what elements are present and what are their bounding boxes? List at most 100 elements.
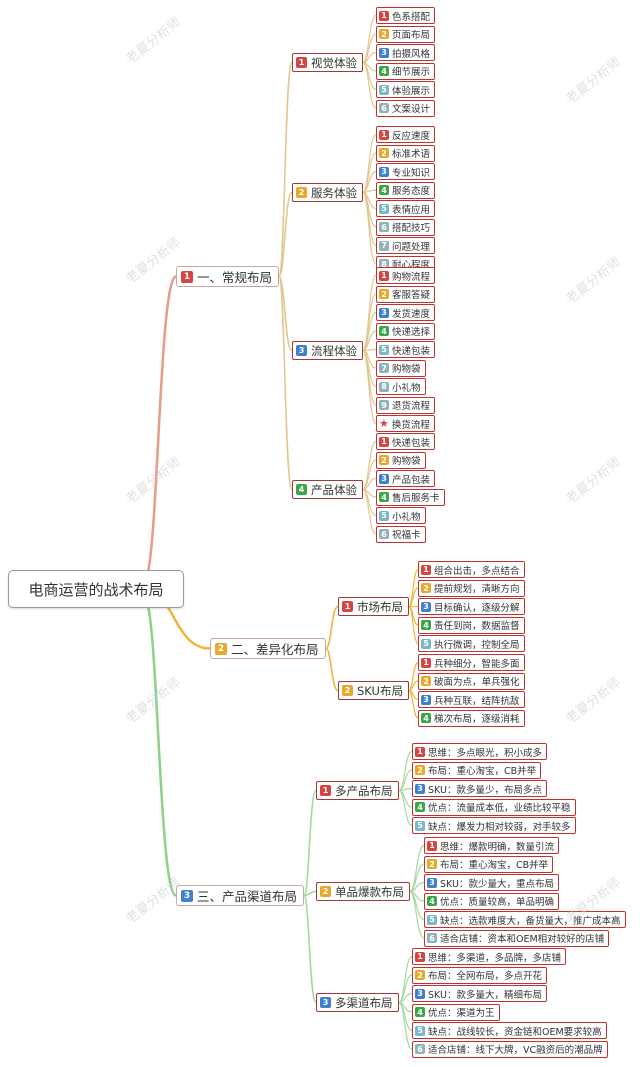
number-badge: 5 — [379, 203, 389, 214]
number-badge: 3 — [379, 307, 389, 318]
number-badge: 2 — [415, 765, 425, 775]
node-label: 搭配技巧 — [392, 223, 431, 234]
connector — [398, 787, 413, 792]
number-badge: 3 — [427, 877, 437, 888]
number-badge: 3 — [415, 783, 425, 794]
branch-node: 3 三、产品渠道布局 — [176, 885, 305, 906]
node-label: 组合出击，多点结合 — [434, 565, 520, 577]
connector — [398, 992, 413, 1004]
number-badge: 2 — [379, 289, 389, 299]
connector — [408, 680, 419, 692]
number-badge: 1 — [296, 57, 307, 68]
node-label: 产品体验 — [311, 482, 357, 497]
number-badge: 3 — [181, 889, 193, 902]
connector — [408, 587, 419, 608]
connector — [409, 844, 425, 893]
connector — [362, 274, 377, 352]
node-label: 优点：渠道为王 — [428, 1008, 495, 1019]
number-badge: 5 — [379, 344, 389, 355]
node-label: 小礼物 — [392, 511, 421, 523]
number-badge: 5 — [379, 84, 389, 95]
connector — [303, 890, 317, 897]
node-label: 体验展示 — [392, 85, 431, 97]
number-badge: 2 — [421, 583, 431, 593]
connector — [362, 191, 377, 228]
connector — [398, 955, 413, 1004]
number-badge: 4 — [427, 896, 437, 906]
node-label: 适合店铺：资本和OEM相对较好的店铺 — [440, 934, 605, 945]
number-badge: 1 — [379, 436, 389, 447]
connector — [362, 293, 377, 352]
number-badge: 1 — [421, 564, 431, 575]
connector — [362, 152, 377, 194]
number-badge: 2 — [215, 642, 227, 655]
leaf-node: ★换货流程 — [376, 415, 435, 432]
node-label: 多渠道布局 — [335, 995, 393, 1010]
connector — [142, 595, 178, 897]
node-label: 适合店铺：线下大牌，VC融资后的潮品牌 — [428, 1045, 603, 1056]
number-badge: 1 — [379, 129, 389, 140]
connector — [398, 769, 413, 792]
node-label: 单品爆款布局 — [335, 884, 404, 899]
node-label: 表情应用 — [392, 204, 431, 216]
connector — [362, 348, 377, 352]
node-label: 快递包装 — [392, 345, 431, 357]
node-label: 产品包装 — [392, 474, 431, 486]
node-label: 三、产品渠道布局 — [197, 889, 298, 904]
connector — [398, 1001, 413, 1032]
connector — [362, 440, 377, 491]
connector — [362, 477, 377, 491]
node-label: 发货速度 — [392, 308, 431, 320]
connector — [362, 191, 377, 247]
connector — [362, 330, 377, 352]
number-badge: 6 — [379, 103, 389, 113]
node-label: 客服答疑 — [392, 290, 431, 301]
watermark-text: 老夏分析师 — [123, 455, 184, 507]
connector — [408, 689, 419, 701]
number-badge: 1 — [379, 10, 389, 21]
connector — [362, 61, 377, 91]
watermark-text: 老夏分析师 — [123, 235, 184, 287]
connector — [398, 789, 413, 808]
watermark-text: 老夏分析师 — [123, 15, 184, 67]
node-label: 市场布局 — [357, 599, 403, 614]
connector — [278, 275, 293, 491]
connector — [398, 1001, 413, 1013]
number-badge: 1 — [415, 746, 425, 757]
connector — [409, 890, 425, 939]
number-badge: 2 — [379, 148, 389, 158]
node-label: 专业知识 — [392, 167, 431, 179]
connector — [409, 890, 425, 902]
connector — [362, 311, 377, 352]
watermark-text: 老夏分析师 — [123, 875, 184, 927]
number-badge: 3 — [415, 988, 425, 999]
connector — [409, 890, 425, 921]
node-label: 目标确认，逐级分解 — [434, 602, 520, 614]
node-label: 缺点：爆发力相对较弱，对手较多 — [428, 821, 571, 833]
node-label: 缺点：选款难度大，备货量大，推广成本高 — [440, 915, 621, 927]
node-label: SKU：款多量少，布局多点 — [428, 784, 542, 796]
node-label: 耐心程度 — [392, 260, 431, 271]
number-badge: 2 — [379, 29, 389, 39]
